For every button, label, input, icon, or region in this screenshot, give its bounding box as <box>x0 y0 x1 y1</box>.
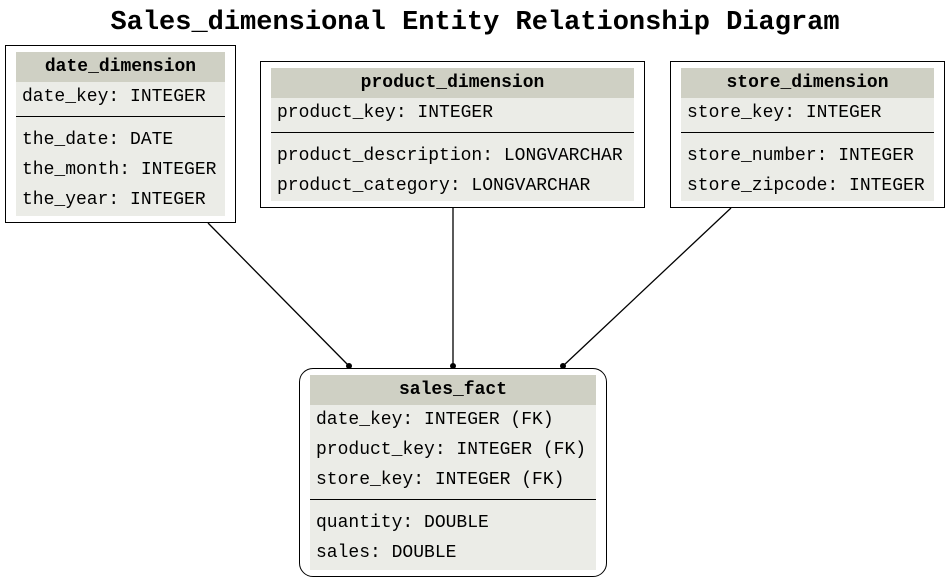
entity-body: sales_fact date_key: INTEGER (FK) produc… <box>310 375 596 570</box>
relationship-date-to-sales <box>207 222 350 367</box>
key-field: date_key: INTEGER <box>22 87 206 107</box>
entity-product-dimension[interactable]: product_dimension product_key: INTEGER p… <box>260 61 645 208</box>
entity-body: store_dimension store_key: INTEGER store… <box>681 68 934 201</box>
key-separator <box>271 132 634 133</box>
key-separator <box>681 132 934 133</box>
attribute-field: store_zipcode: INTEGER <box>687 176 925 196</box>
entity-store-dimension[interactable]: store_dimension store_key: INTEGER store… <box>670 61 945 208</box>
relationship-end-dot <box>346 363 352 369</box>
attribute-field: sales: DOUBLE <box>316 543 457 563</box>
entity-body: date_dimension date_key: INTEGER the_dat… <box>16 52 225 216</box>
attribute-field: quantity: DOUBLE <box>316 513 489 533</box>
attribute-field: the_year: INTEGER <box>22 190 206 210</box>
relationship-store-to-sales <box>562 207 732 367</box>
key-separator <box>310 499 596 500</box>
attribute-field: store_number: INTEGER <box>687 146 914 166</box>
key-field: date_key: INTEGER (FK) <box>316 410 554 430</box>
attribute-field: product_description: LONGVARCHAR <box>277 146 623 166</box>
attribute-field: product_category: LONGVARCHAR <box>277 176 591 196</box>
entity-body: product_dimension product_key: INTEGER p… <box>271 68 634 201</box>
attribute-field: the_date: DATE <box>22 130 174 150</box>
key-separator <box>16 116 225 117</box>
entity-sales-fact[interactable]: sales_fact date_key: INTEGER (FK) produc… <box>299 368 607 577</box>
diagram-title: Sales_dimensional Entity Relationship Di… <box>110 8 840 38</box>
key-field: store_key: INTEGER (FK) <box>316 470 565 490</box>
relationship-end-dot <box>450 363 456 369</box>
attribute-field: the_month: INTEGER <box>22 160 217 180</box>
key-field: store_key: INTEGER <box>687 103 882 123</box>
entity-header: product_dimension <box>271 68 634 98</box>
key-field: product_key: INTEGER (FK) <box>316 440 587 460</box>
entity-header: date_dimension <box>16 52 225 82</box>
relationship-end-dot <box>560 363 566 369</box>
entity-date-dimension[interactable]: date_dimension date_key: INTEGER the_dat… <box>5 45 236 223</box>
key-field: product_key: INTEGER <box>277 103 494 123</box>
entity-header: store_dimension <box>681 68 934 98</box>
entity-header: sales_fact <box>310 375 596 405</box>
